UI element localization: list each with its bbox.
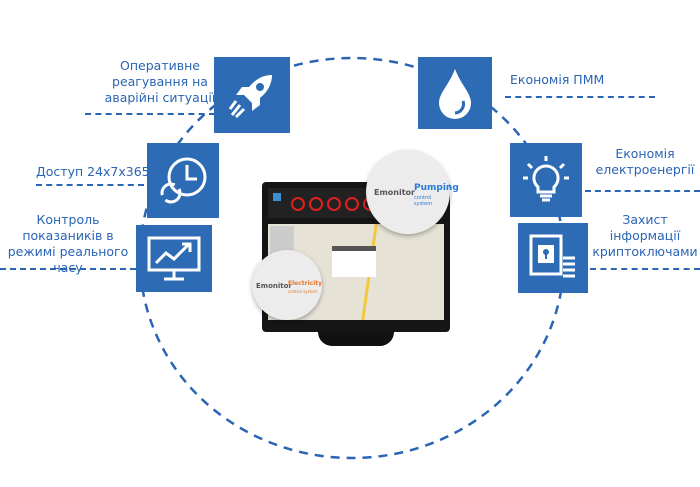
pumping-badge: Emonitor Pumping control system [366, 150, 459, 234]
monitor-chart-icon [147, 236, 201, 280]
bulb-tile [510, 143, 582, 217]
dash-line [505, 96, 655, 98]
rocket-icon [228, 75, 272, 119]
lock-tile [518, 223, 588, 293]
feature-label-crypto: Захист інформації криптоключами [592, 212, 698, 259]
dash-line [36, 184, 144, 186]
feature-label-monitoring: Контроль показаників в режимі реального … [7, 212, 129, 275]
badge-brand: Emonitor [256, 282, 292, 290]
clock-refresh-icon [160, 157, 207, 203]
water-drop-icon [439, 69, 471, 119]
dash-line [590, 268, 700, 270]
feature-label-emergency: Оперативне реагування на аварійні ситуац… [104, 58, 216, 105]
badge-sub: control system [288, 289, 318, 294]
dash-line [585, 190, 700, 192]
lock-document-icon [529, 234, 575, 278]
chart-tile [136, 225, 212, 292]
feature-label-access: Доступ 24x7x365 [36, 164, 150, 179]
clock-tile [147, 143, 219, 218]
monitor-stand [318, 332, 394, 346]
badge-sub: control system [414, 195, 433, 207]
drop-tile [418, 57, 492, 129]
badge-product: Electricity [288, 280, 323, 287]
rocket-tile [214, 57, 290, 133]
badge-brand: Emonitor [374, 188, 415, 197]
dash-line [0, 268, 136, 270]
light-bulb-icon [523, 156, 569, 202]
info-popup [332, 246, 376, 277]
badge-product: Pumping [414, 183, 459, 193]
electricity-badge: Emonitor Electricity control system [252, 250, 322, 320]
feature-label-electricity: Економія електроенергії [595, 146, 695, 177]
dash-line [85, 113, 215, 115]
feature-label-fuel: Економія ПММ [510, 72, 605, 87]
